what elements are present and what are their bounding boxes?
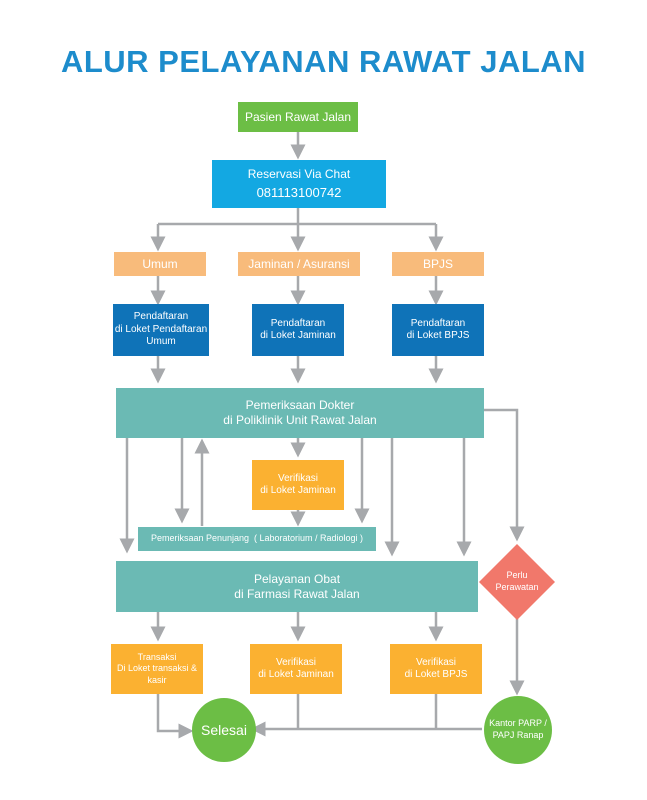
reservasi-box: Reservasi Via Chat 081113100742 xyxy=(212,160,386,208)
daftar-jaminan-line2: di Loket Jaminan xyxy=(260,330,336,341)
pasien-rawat-jalan-box: Pasien Rawat Jalan xyxy=(238,102,358,132)
page-title: ALUR PELAYANAN RAWAT JALAN xyxy=(60,44,587,79)
perlu-line1: Perlu xyxy=(506,570,528,581)
pemeriksaan-dokter-box: Pemeriksaan Dokter di Poliklinik Unit Ra… xyxy=(116,388,484,438)
verifikasi-jaminan-box: Verifikasi di Loket Jaminan xyxy=(250,644,342,694)
reservasi-label: Reservasi Via Chat xyxy=(247,166,351,181)
daftar-bpjs-line2: di Loket BPJS xyxy=(406,330,470,341)
pendaftaran-bpjs-box: Pendaftaran di Loket BPJS xyxy=(392,304,484,356)
pendaftaran-jaminan-box: Pendaftaran di Loket Jaminan xyxy=(252,304,344,356)
bpjs-box: BPJS xyxy=(392,252,484,276)
umum-label: Umum xyxy=(142,256,178,271)
pemeriksaan-line2: di Poliklinik Unit Rawat Jalan xyxy=(223,413,377,427)
perlu-line2: Perawatan xyxy=(495,582,539,592)
selesai-label: Selesai xyxy=(201,721,247,738)
reservasi-phone: 081113100742 xyxy=(256,184,342,200)
verifikasi-bpjs-box: Verifikasi di Loket BPJS xyxy=(390,644,482,694)
kantor-line2: PAPJ Ranap xyxy=(492,730,544,740)
daftar-umum-line3: Umum xyxy=(146,336,176,348)
perlu-perawatan-diamond xyxy=(479,544,555,620)
pemeriksaan-line1: Pemeriksaan Dokter xyxy=(245,398,355,412)
daftar-umum-line1: Pendaftaran xyxy=(133,311,189,323)
penunjang-label: Pemeriksaan Penunjang ( Laboratorium / R… xyxy=(150,533,364,544)
transaksi-kasir-box: Transaksi Di Loket transaksi & kasir xyxy=(111,644,203,694)
jaminan-label: Jaminan / Asuransi xyxy=(248,256,350,271)
obat-line2: di Farmasi Rawat Jalan xyxy=(234,586,360,601)
obat-line1: Pelayanan Obat xyxy=(253,571,341,586)
daftar-jaminan-line1: Pendaftaran xyxy=(270,317,326,329)
umum-box: Umum xyxy=(114,252,206,276)
pelayanan-obat-box: Pelayanan Obat di Farmasi Rawat Jalan xyxy=(116,561,478,612)
kantor-parp-circle: Kantor PARP / PAPJ Ranap xyxy=(484,696,552,764)
verif-mid-line2: di Loket Jaminan xyxy=(260,485,336,496)
daftar-bpjs-line1: Pendaftaran xyxy=(410,317,466,329)
transaksi-line3: kasir xyxy=(147,674,167,685)
arrow-periksa-to-perlu xyxy=(484,408,525,542)
verifikasi-jaminan-mid-box: Verifikasi di Loket Jaminan xyxy=(252,460,344,510)
verif-jaminan-line1: Verifikasi xyxy=(275,656,316,668)
verif-bpjs-line1: Verifikasi xyxy=(415,656,456,668)
transaksi-line2: Di Loket transaksi & xyxy=(116,663,198,674)
daftar-umum-line2: di Loket Pendaftaran xyxy=(114,323,208,335)
pasien-label: Pasien Rawat Jalan xyxy=(244,109,352,124)
kantor-line1: Kantor PARP / xyxy=(489,718,547,729)
pemeriksaan-penunjang-box: Pemeriksaan Penunjang ( Laboratorium / R… xyxy=(138,527,376,551)
selesai-circle: Selesai xyxy=(192,698,256,762)
arrow-transaksi-selesai xyxy=(156,694,194,739)
perlu-perawatan-label: Perlu Perawatan xyxy=(481,562,553,602)
bpjs-label: BPJS xyxy=(422,256,453,271)
verif-jaminan-line2: di Loket Jaminan xyxy=(258,669,334,680)
pendaftaran-umum-box: Pendaftaran di Loket Pendaftaran Umum xyxy=(113,304,209,356)
verif-mid-line1: Verifikasi xyxy=(277,472,318,484)
transaksi-line1: Transaksi xyxy=(137,652,177,663)
jaminan-asuransi-box: Jaminan / Asuransi xyxy=(238,252,360,276)
verif-bpjs-line2: di Loket BPJS xyxy=(404,669,468,680)
